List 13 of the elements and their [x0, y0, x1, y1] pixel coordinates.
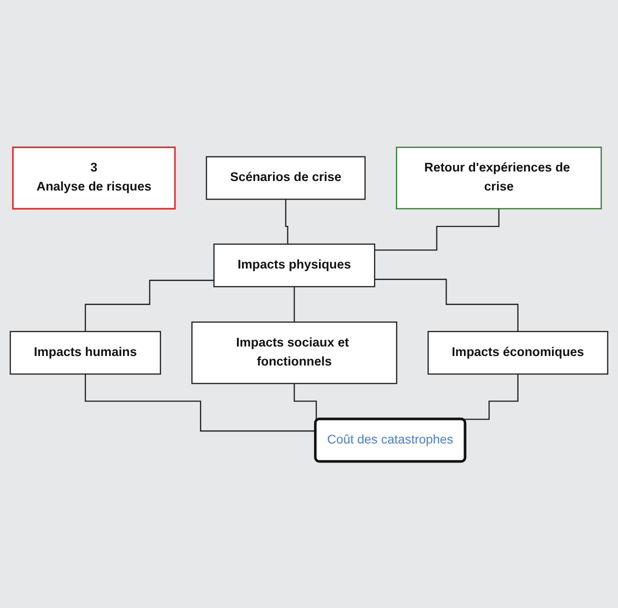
node-box: Impacts économiques	[428, 330, 608, 374]
node-box: Impacts humains	[10, 330, 162, 374]
connector	[374, 278, 518, 332]
connector	[374, 208, 500, 250]
node-box: 3 Analyse de risques	[12, 146, 176, 210]
connector	[285, 198, 290, 244]
node-box: Impacts sociaux et fonctionnels	[191, 321, 398, 384]
connector	[84, 279, 214, 332]
connector	[84, 373, 316, 432]
node-box: Retour d'expériences de crise	[396, 146, 602, 209]
node-box: Impacts physiques	[213, 243, 376, 287]
node-box: Scénarios de crise	[206, 156, 366, 200]
connector	[294, 286, 295, 322]
